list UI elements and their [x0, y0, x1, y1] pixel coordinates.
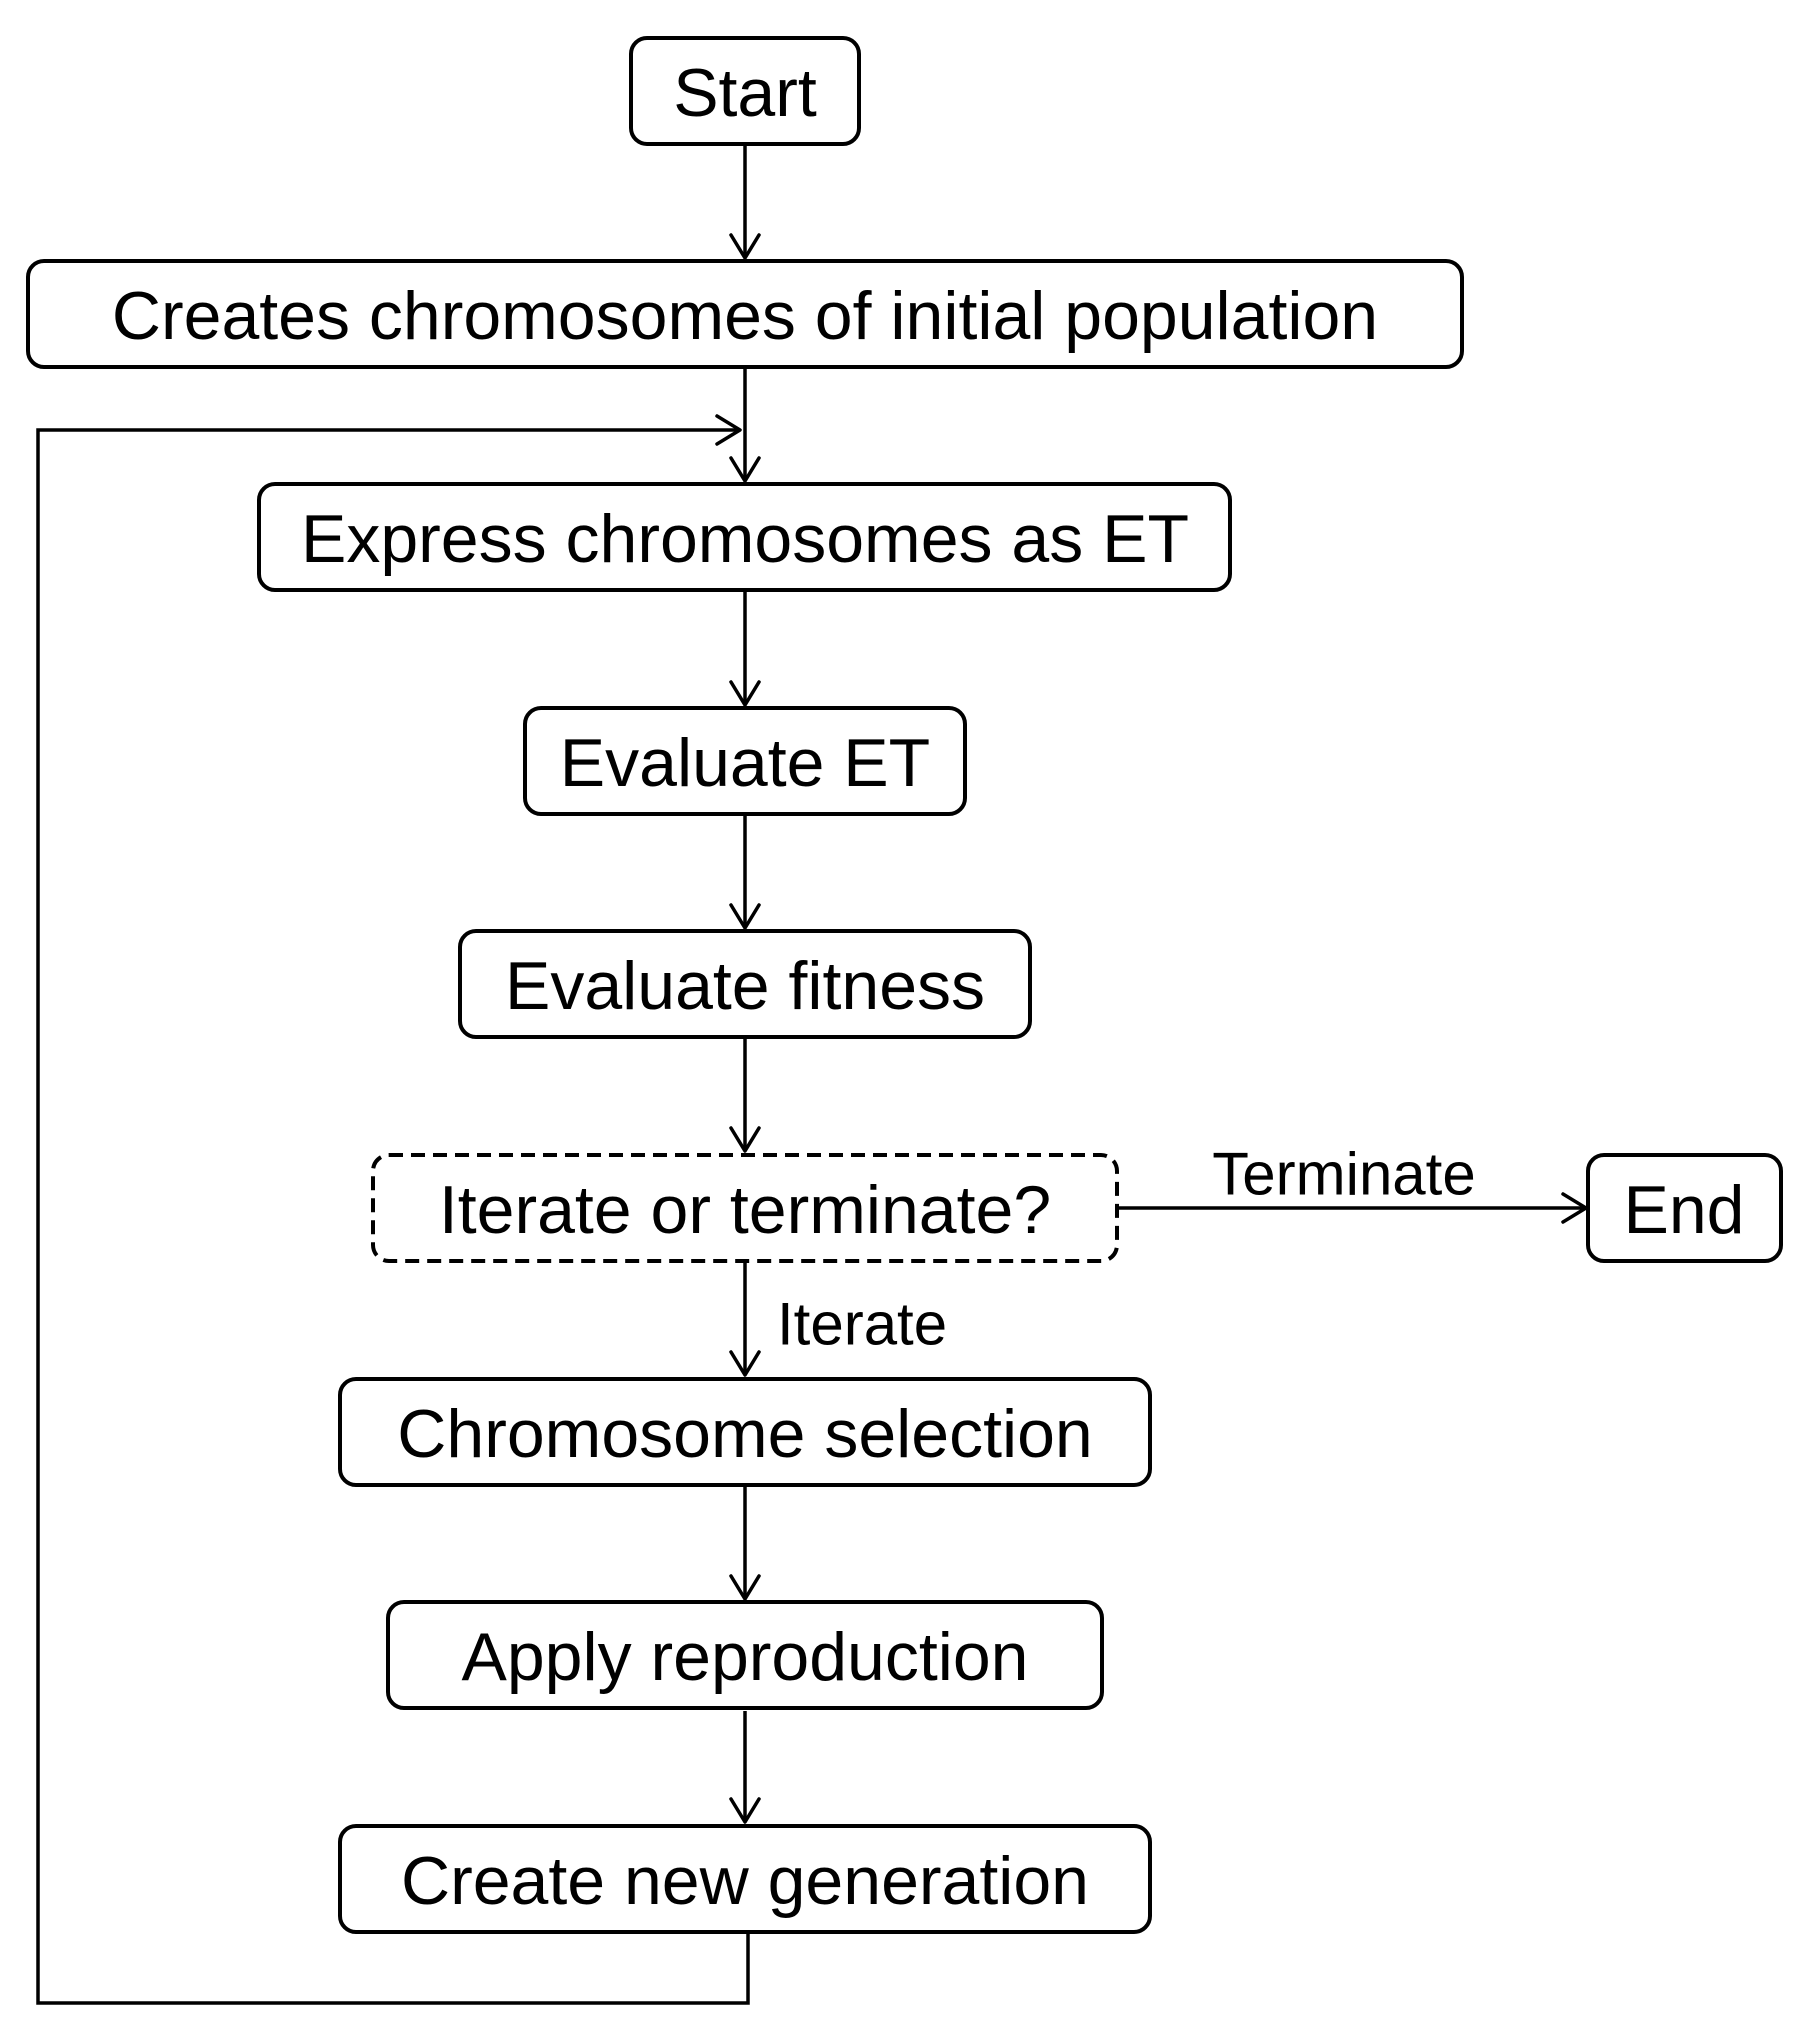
node-evaluate-fitness-label: Evaluate fitness	[505, 948, 985, 1024]
arrowhead-decision	[729, 1126, 761, 1153]
connectors	[36, 146, 1588, 2005]
node-express: Express chromosomes as ET	[257, 482, 1232, 592]
node-start: Start	[629, 36, 861, 146]
arrowhead-selection	[729, 1350, 761, 1377]
node-start-label: Start	[673, 55, 817, 131]
arrowhead-reproduction	[729, 1574, 761, 1601]
node-reproduction: Apply reproduction	[386, 1600, 1104, 1710]
arrowhead-evaluate-fitness	[729, 903, 761, 930]
node-new-generation-label: Create new generation	[401, 1843, 1089, 1919]
node-init-population-label: Creates chromosomes of initial populatio…	[112, 278, 1378, 354]
node-decision-label: Iterate or terminate?	[439, 1172, 1051, 1248]
node-new-generation: Create new generation	[338, 1824, 1152, 1934]
node-end: End	[1586, 1153, 1783, 1263]
arrowhead-loop	[715, 414, 742, 446]
arrowhead-init	[729, 233, 761, 260]
node-selection-label: Chromosome selection	[397, 1396, 1092, 1472]
node-decision: Iterate or terminate?	[371, 1153, 1119, 1263]
node-evaluate-fitness: Evaluate fitness	[458, 929, 1032, 1039]
node-express-label: Express chromosomes as ET	[301, 501, 1189, 577]
node-reproduction-label: Apply reproduction	[461, 1619, 1028, 1695]
arrowhead-express	[729, 456, 761, 483]
edge-label-iterate: Iterate	[777, 1291, 947, 1358]
node-init-population: Creates chromosomes of initial populatio…	[26, 259, 1464, 369]
node-selection: Chromosome selection	[338, 1377, 1152, 1487]
edge-label-terminate: Terminate	[1212, 1141, 1475, 1208]
node-evaluate-et: Evaluate ET	[523, 706, 967, 816]
node-end-label: End	[1624, 1172, 1745, 1248]
arrowhead-new-generation	[729, 1797, 761, 1824]
edge-loop-back	[36, 428, 750, 2005]
arrowhead-evaluate-et	[729, 680, 761, 707]
node-evaluate-et-label: Evaluate ET	[560, 725, 930, 801]
